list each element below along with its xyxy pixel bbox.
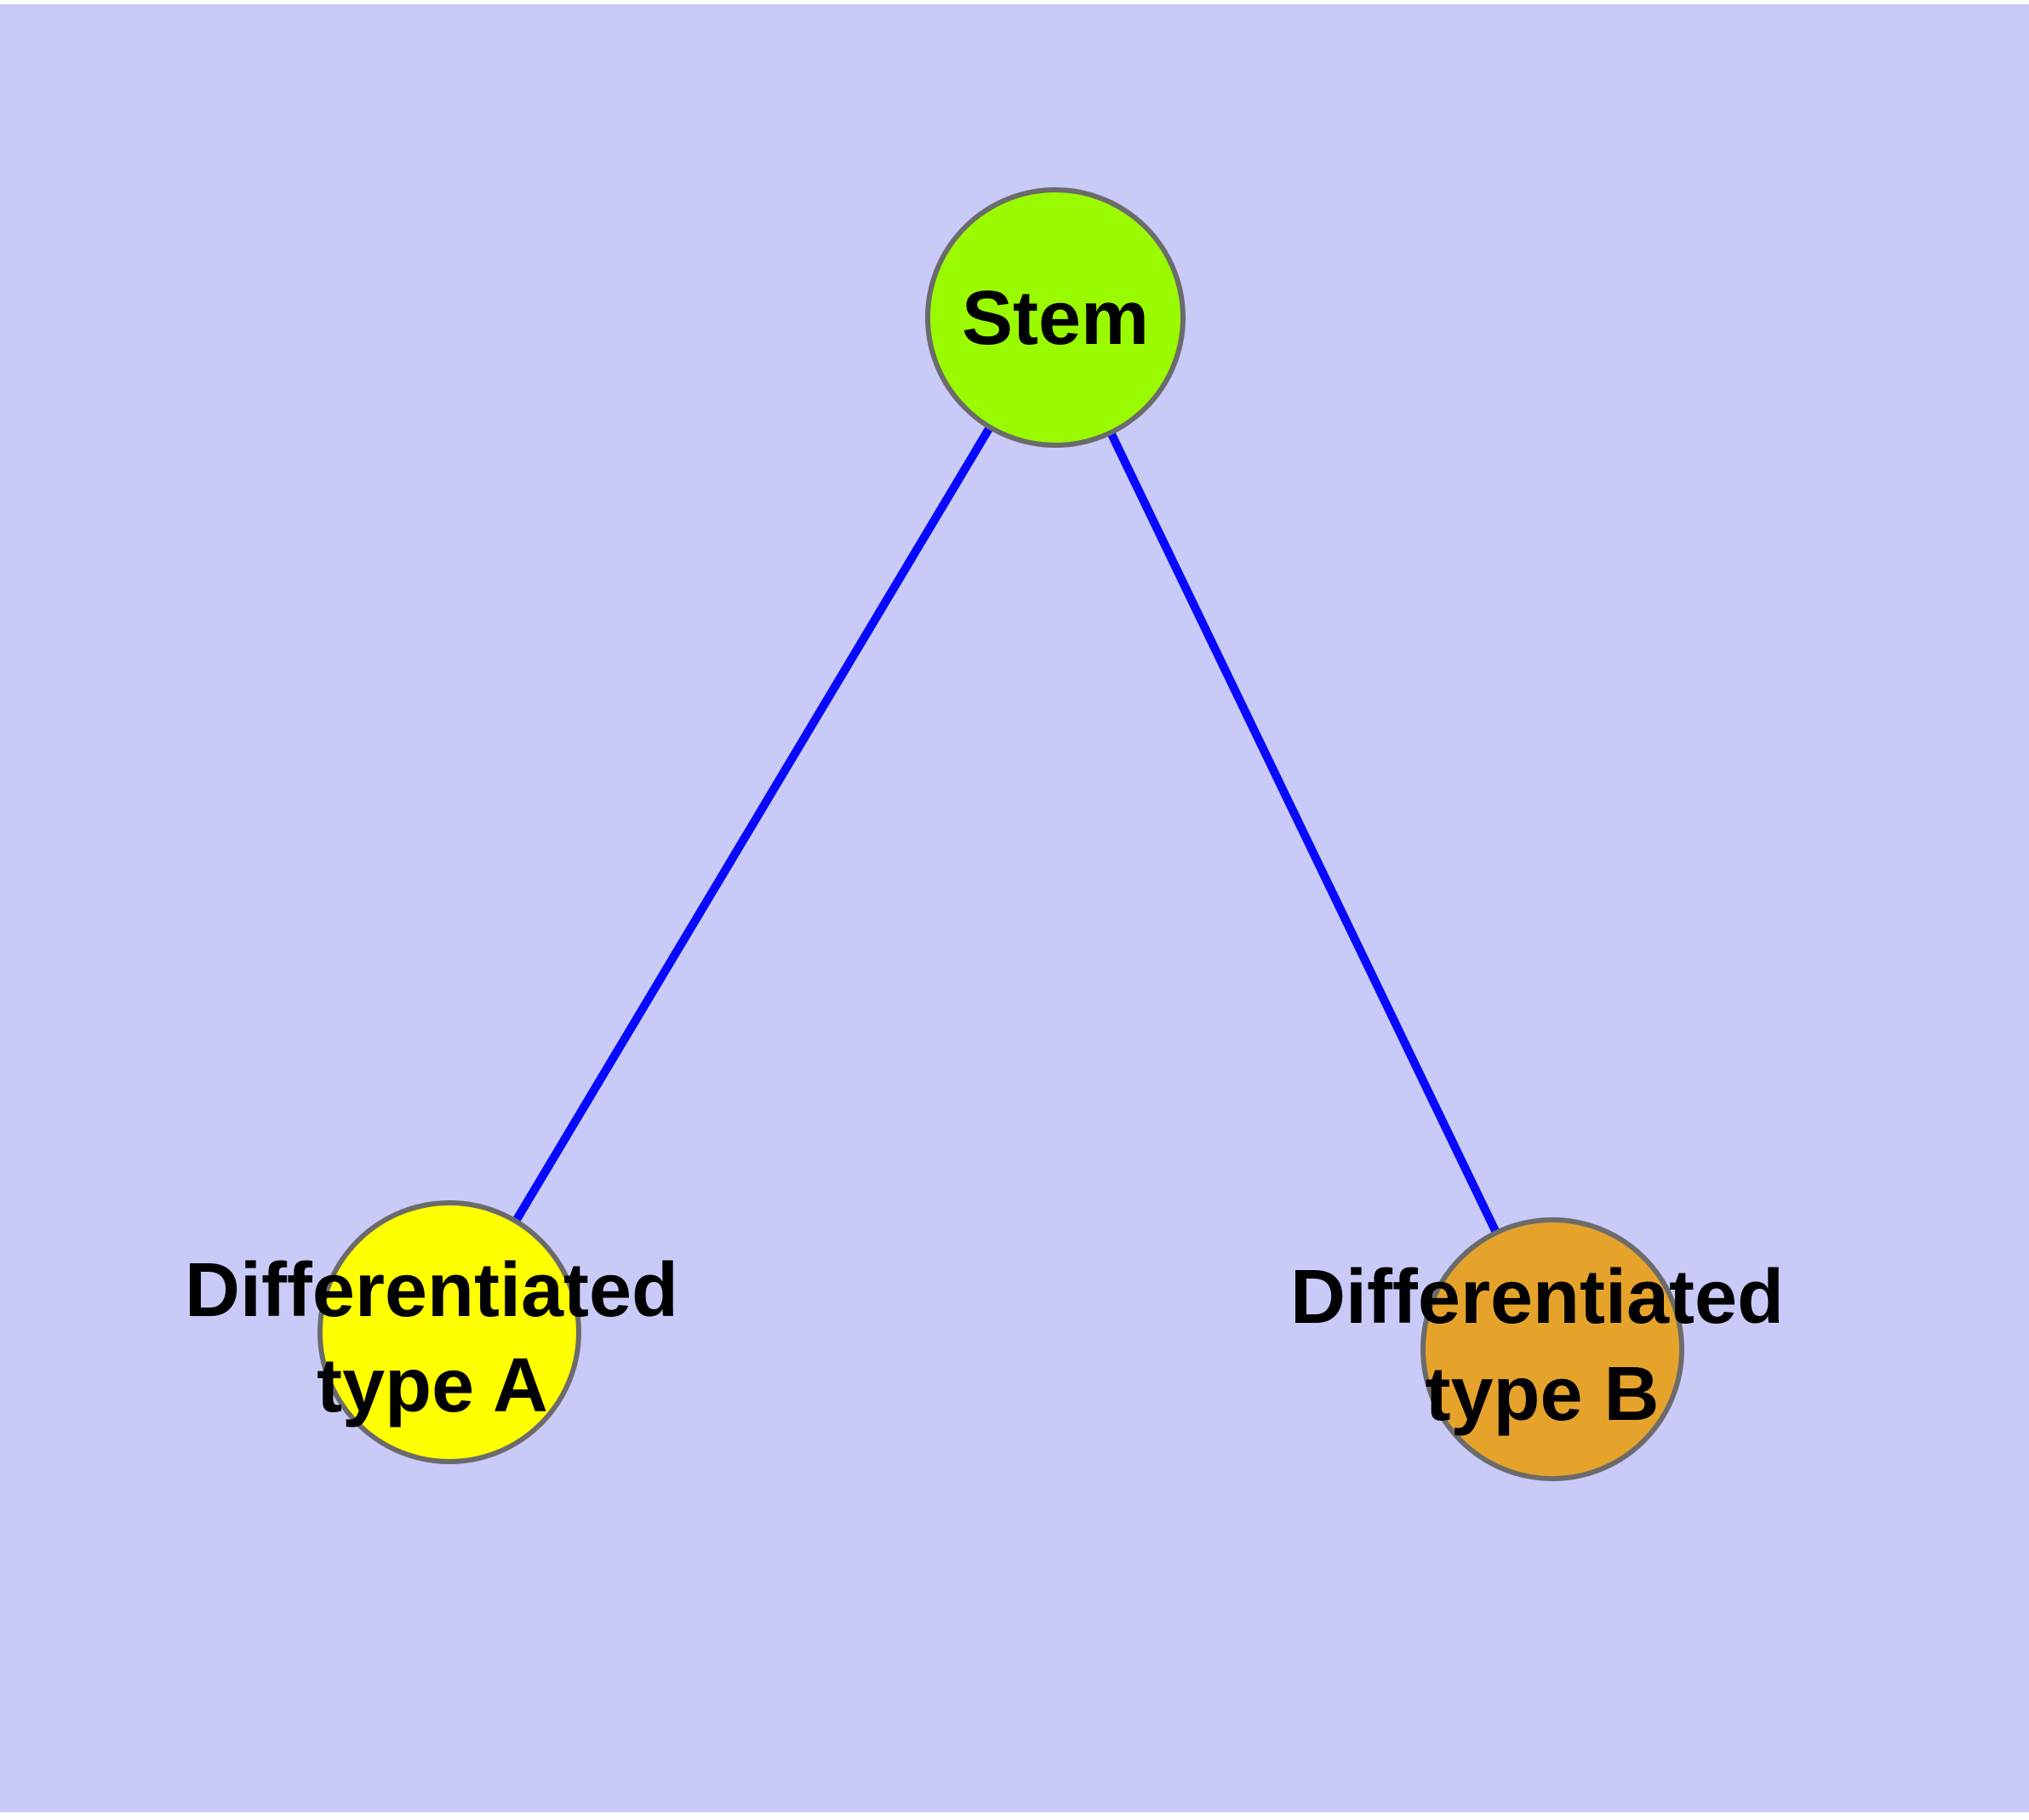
node-label-type-b-line1: Differentiated (1290, 1255, 1784, 1340)
node-stem (925, 187, 1186, 448)
node-differentiated-type-b (1420, 1217, 1684, 1481)
edge-stem-to-type-b (1051, 315, 1557, 1352)
edge-stem-to-type-a (445, 315, 1060, 1335)
node-label-type-a-line2: type A (317, 1343, 548, 1428)
node-label-type-a-line1: Differentiated (185, 1248, 678, 1333)
node-label-stem: Stem (962, 276, 1149, 361)
node-differentiated-type-a (317, 1200, 581, 1464)
node-label-type-b-line2: type B (1425, 1352, 1659, 1437)
